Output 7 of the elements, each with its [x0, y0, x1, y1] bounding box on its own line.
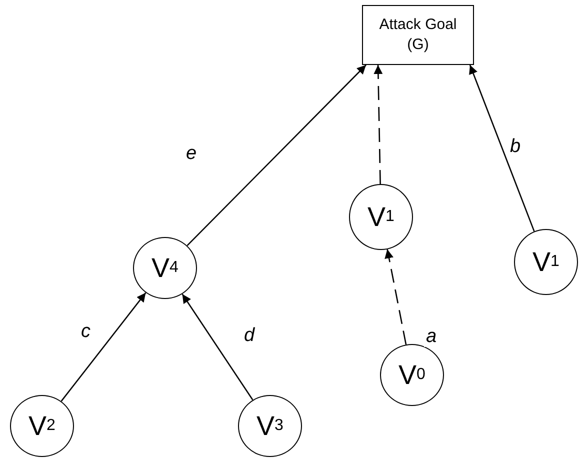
- arrow: [469, 64, 535, 232]
- arrow: [60, 292, 146, 402]
- arrow: [182, 294, 254, 400]
- arrow: [384, 249, 407, 345]
- arrow: [186, 64, 366, 246]
- arrow: [374, 64, 383, 184]
- goal-box: Attack Goal (G): [362, 5, 474, 65]
